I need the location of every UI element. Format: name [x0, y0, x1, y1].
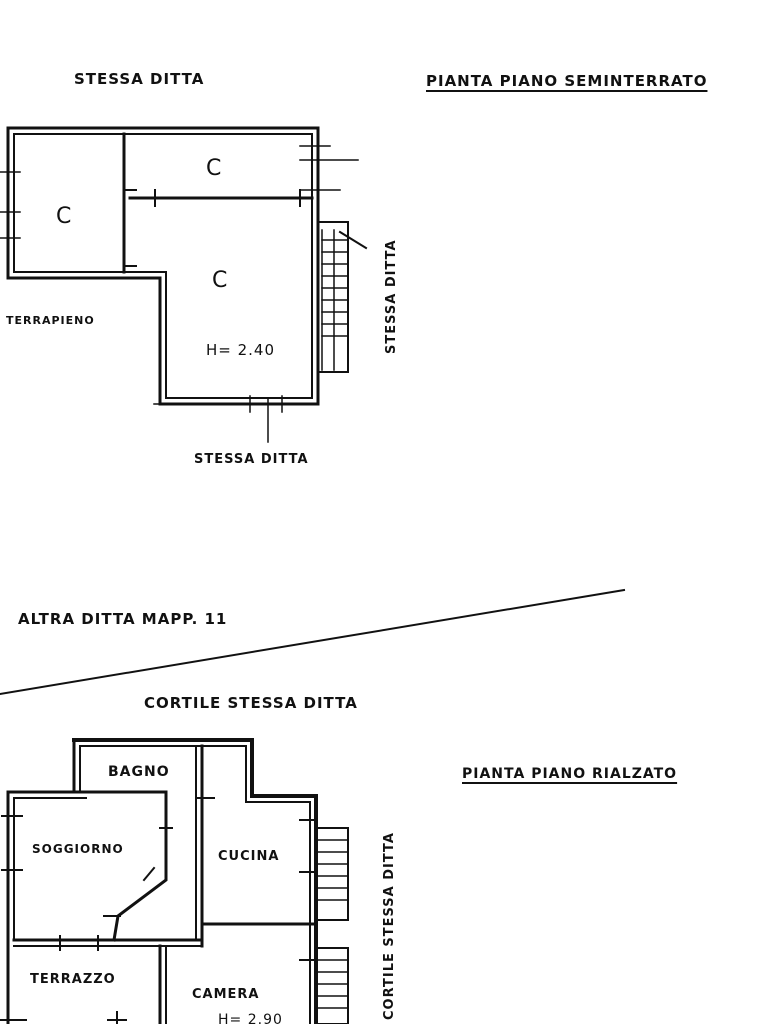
basement-walls: [0, 126, 368, 443]
ground-top-courtyard-label: CORTILE STESSA DITTA: [144, 694, 358, 712]
ground-ceiling-height: H= 2.90: [218, 1012, 283, 1028]
basement-room-c-3: C: [212, 268, 229, 293]
ground-plan-title: PIANTA PIANO RIALZATO: [462, 766, 678, 782]
basement-bottom-neighbor-label: STESSA DITTA: [194, 452, 309, 467]
ground-room-soggiorno: SOGGIORNO: [32, 842, 124, 856]
property-boundary-line: [0, 588, 626, 696]
basement-room-c-1: C: [206, 156, 223, 181]
basement-room-c-2: C: [56, 204, 73, 229]
ground-room-bagno: BAGNO: [108, 764, 170, 780]
basement-ceiling-height: H= 2.40: [206, 341, 276, 359]
basement-plan-title: PIANTA PIANO SEMINTERRATO: [426, 72, 708, 90]
basement-right-neighbor-label: STESSA DITTA: [384, 239, 399, 354]
ground-room-camera: CAMERA: [192, 987, 260, 1002]
ground-room-terrazzo: TERRAZZO: [30, 972, 116, 987]
boundary-neighbor-label: ALTRA DITTA MAPP. 11: [18, 610, 228, 628]
ground-walls: [0, 738, 349, 1024]
ground-room-cucina: CUCINA: [218, 849, 280, 864]
ground-right-courtyard-label: CORTILE STESSA DITTA: [382, 832, 397, 1020]
basement-top-neighbor-label: STESSA DITTA: [74, 70, 205, 88]
basement-left-label: TERRAPIENO: [6, 314, 95, 327]
